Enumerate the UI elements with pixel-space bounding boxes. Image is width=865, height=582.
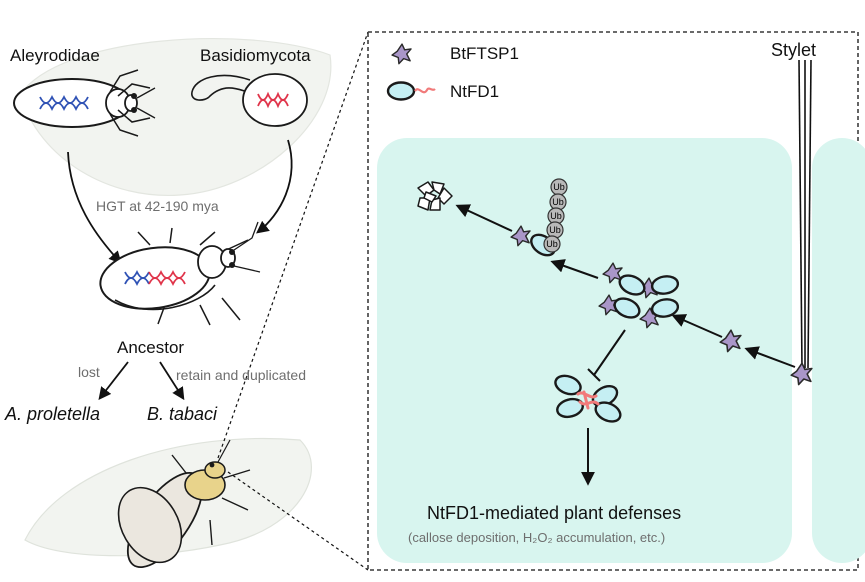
svg-text:Ub: Ub [552,197,564,207]
svg-text:Ub: Ub [550,211,562,221]
svg-text:Ub: Ub [553,182,565,192]
background-leaf [19,38,332,197]
ubiquitin-chain: Ub Ub Ub Ub Ub [543,178,568,253]
zoom-line-lower [227,471,369,571]
label-b-tabaci: B. tabaci [147,404,218,424]
svg-text:Ub: Ub [549,225,561,235]
ntfd1-tails-icon [576,390,600,410]
legend-ntfd1-icon [386,81,436,101]
label-stylet: Stylet [771,40,817,60]
label-aleyrodidae: Aleyrodidae [10,46,100,65]
label-hgt: HGT at 42-190 mya [96,198,219,214]
ub-bead-5: Ub [543,235,561,253]
hgt-arrow-left [67,151,122,264]
degraded-protein-fragments-icon [417,181,453,211]
ancestor-whitefly-icon [99,221,261,326]
ub-bead-1: Ub [550,178,568,196]
dna-red-icon [257,91,289,109]
label-a-proletella: A. proletella [5,404,101,424]
stylet-icon [798,59,812,369]
legend-btftsp1-label: BtFTSP1 [450,44,519,63]
ub-bead-4: Ub [546,221,564,239]
label-retain: retain and duplicated [176,367,306,383]
plant-cell-right [812,138,865,563]
plant-cell-left [377,138,792,563]
bemisia-tabaci-whitefly-icon [117,439,251,569]
label-basidiomycota: Basidiomycota [200,46,311,65]
aleyrodidae-whitefly-icon [13,69,156,137]
retain-arrow [159,361,185,401]
dna-mixed-icon [124,269,186,287]
free-ntfd1-cluster [551,371,625,427]
hgt-arrow-right [256,139,293,234]
legend-ntfd1-label: NtFD1 [450,82,500,101]
basidiomycota-fungus-icon [191,73,308,127]
defense-subtitle: (callose deposition, H₂O₂ accumulation, … [408,530,666,545]
legend-star-icon [391,43,412,65]
ub-bead-2: Ub [549,193,567,211]
svg-text:Ub: Ub [546,239,558,249]
label-ancestor: Ancestor [117,338,185,357]
defense-title: NtFD1-mediated plant defenses [427,503,682,523]
dna-blue-icon [39,94,89,112]
pathway-arrows [455,204,796,486]
lost-arrow [98,361,129,400]
label-lost: lost [78,364,100,380]
